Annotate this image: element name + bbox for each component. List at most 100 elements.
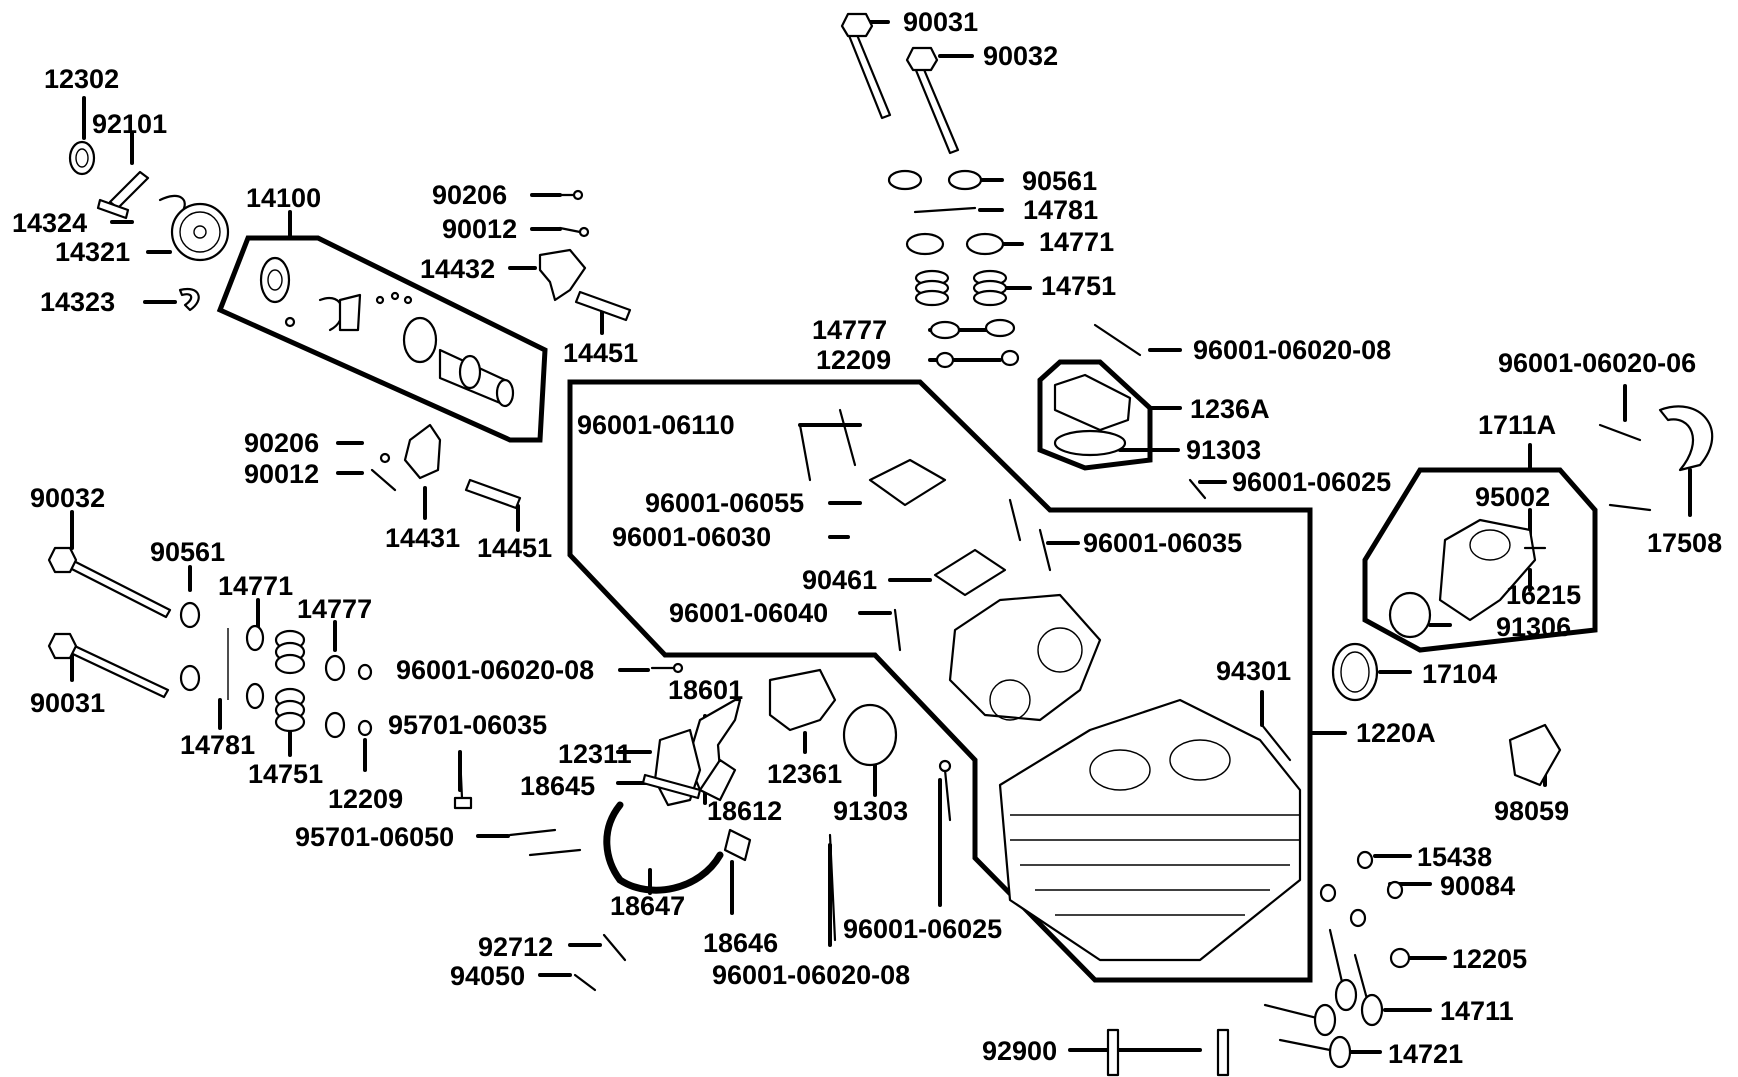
washer-90561a-bot <box>179 664 201 692</box>
label-14781-a: 14781 <box>180 730 255 760</box>
label-90206-a: 90206 <box>432 180 507 210</box>
label-12311: 12311 <box>558 739 632 769</box>
label-14321: 14321 <box>55 237 130 267</box>
sensor-94301 <box>1260 723 1292 762</box>
valve-spring-14751a-bot <box>274 687 306 733</box>
label-12205: 12205 <box>1452 944 1527 974</box>
label-14781-b: 14781 <box>1023 195 1098 225</box>
pin-c <box>403 295 413 305</box>
pipe-18647 <box>603 801 724 894</box>
label-14771-a: 14771 <box>218 571 293 601</box>
label-90012-b: 90012 <box>244 459 319 489</box>
label-14721: 14721 <box>1388 1039 1463 1069</box>
small-screw-90206b <box>379 452 391 464</box>
clamp-17508 <box>1658 405 1714 472</box>
label-90206-b: 90206 <box>244 428 319 458</box>
gasket-18645 <box>641 773 702 800</box>
bolt-92101 <box>108 170 150 210</box>
label-12361: 12361 <box>767 759 842 789</box>
gasket-90461 <box>933 548 1007 597</box>
washer-90561a-top <box>179 601 201 629</box>
bolt-96001-06025a <box>943 768 952 822</box>
seal-12209b-l <box>935 351 955 369</box>
label-91306: 91306 <box>1496 612 1571 642</box>
label-94050: 94050 <box>450 961 525 991</box>
retainer-14771a-bot <box>245 682 265 710</box>
weight-arm <box>338 293 362 332</box>
label-96001-06025-b: 96001-06025 <box>1232 467 1391 497</box>
valve-seal-12209a-top <box>357 663 373 681</box>
cover-12361 <box>768 668 837 732</box>
label-14324: 14324 <box>12 208 87 238</box>
rocker-shaft-14451b <box>464 478 522 510</box>
label-18645: 18645 <box>520 771 595 801</box>
bolt-96001-06110-a <box>798 423 812 482</box>
label-92101: 92101 <box>92 109 167 139</box>
label-98059: 98059 <box>1494 796 1569 826</box>
camshaft-group-outline <box>216 235 548 443</box>
label-90461: 90461 <box>802 565 877 595</box>
intake-1711a-outline <box>1362 467 1598 653</box>
label-14432: 14432 <box>420 254 495 284</box>
retainer-14771b-r <box>965 232 1005 256</box>
rocker-shaft-14451a <box>574 290 632 322</box>
bolt-92712 <box>602 933 627 962</box>
label-17508: 17508 <box>1647 528 1722 558</box>
long-bolt-90032b <box>911 58 960 155</box>
stud-92900-left <box>1106 1028 1120 1077</box>
label-14431: 14431 <box>385 523 460 553</box>
stud-92900-right <box>1216 1028 1230 1077</box>
bolt-96001-06040 <box>893 608 902 652</box>
label-90561-a: 90561 <box>150 537 225 567</box>
label-18646: 18646 <box>703 928 778 958</box>
bolt-96001-06020-06 <box>1598 423 1642 442</box>
spring-seat-14777a-bot <box>324 711 346 739</box>
bolt-95701-06035 <box>458 753 464 800</box>
rocker-arm-14431 <box>403 423 442 480</box>
pipe-18612 <box>698 758 737 802</box>
part-drawings <box>47 12 1714 1077</box>
label-14771-b: 14771 <box>1039 227 1114 257</box>
seal-15438b <box>1319 883 1337 903</box>
bolt-96001-06025b <box>1188 478 1207 500</box>
label-14451-a: 14451 <box>563 338 638 368</box>
label-92900: 92900 <box>982 1036 1057 1066</box>
label-12302: 12302 <box>44 64 119 94</box>
decompressor-plate <box>259 256 291 304</box>
label-96001-06020-08-a: 96001-06020-08 <box>396 655 594 685</box>
label-94301: 94301 <box>1216 656 1291 686</box>
label-90032-b: 90032 <box>983 41 1058 71</box>
washer-90084b <box>1349 908 1367 928</box>
seal-15438 <box>1356 850 1374 870</box>
label-96001-06030: 96001-06030 <box>612 522 771 552</box>
label-15438: 15438 <box>1417 842 1492 872</box>
bracket-96001-06055 <box>868 458 947 507</box>
spring-14751b-l <box>914 269 950 307</box>
long-bolt-90031b <box>846 28 892 120</box>
lock-washer-14324 <box>158 194 186 214</box>
label-95701-06050: 95701-06050 <box>295 822 454 852</box>
insulator-17104 <box>1331 642 1379 702</box>
label-96001-06055: 96001-06055 <box>645 488 804 518</box>
label-18601: 18601 <box>668 675 743 705</box>
label-96001-06020-06: 96001-06020-06 <box>1498 348 1696 378</box>
label-1236A: 1236A <box>1190 394 1270 424</box>
pin-small <box>284 316 296 328</box>
bolt-96001-06020-06b <box>1608 503 1652 512</box>
washer-90561b-r <box>947 169 983 191</box>
seal-12205 <box>1389 947 1411 969</box>
intake-1711A <box>1438 518 1537 622</box>
label-18647: 18647 <box>610 891 685 921</box>
label-14711: 14711 <box>1440 996 1514 1026</box>
seat-14777b-r <box>984 318 1016 338</box>
retainer-14771a-top <box>245 624 265 652</box>
label-91303-a: 91303 <box>833 796 908 826</box>
nut-94050 <box>573 973 597 992</box>
gasket-18646 <box>723 828 752 862</box>
label-96001-06110: 96001-06110 <box>577 410 735 440</box>
label-95002: 95002 <box>1475 482 1550 512</box>
rocker-arm-14432 <box>538 248 587 302</box>
cam-flange <box>402 316 438 364</box>
label-14451-b: 14451 <box>477 533 552 563</box>
